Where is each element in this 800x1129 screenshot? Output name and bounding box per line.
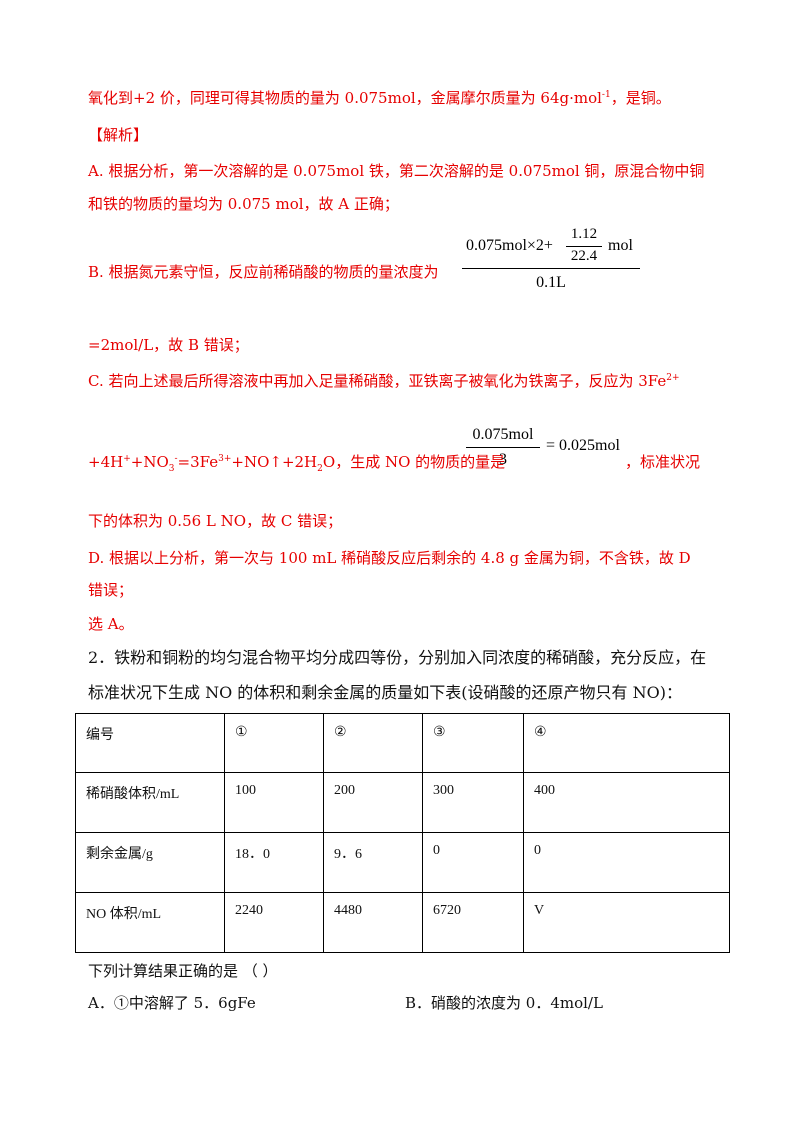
formula-b-inner-den: 22.4 — [570, 248, 598, 264]
text-span: O，生成 NO 的物质的量是 — [322, 453, 506, 471]
table-header-row: 编号 ① ② ③ ④ — [75, 713, 730, 773]
option-a-explanation-cont: 和铁的物质的量均为 0.075 mol，故 A 正确； — [88, 195, 399, 213]
option-c-explanation: C. 若向上述最后所得溶液中再加入足量稀硝酸，亚铁离子被氧化为铁离子，反应为 3… — [88, 371, 680, 391]
table-cell: 400 — [523, 772, 730, 833]
superscript: 3+ — [218, 454, 232, 464]
table-cell: 0 — [422, 832, 524, 893]
data-table: 编号 ① ② ③ ④ 稀硝酸体积/mL 100 200 300 400 剩余金属… — [75, 713, 730, 953]
subscript: 3 — [168, 464, 175, 474]
formula-b-inner-bar — [566, 246, 602, 247]
answer-selection: 选 A。 — [88, 615, 134, 633]
option-d-result: 错误； — [88, 581, 134, 599]
formula-c-bar — [466, 447, 540, 448]
text-span: +4H — [88, 453, 124, 471]
text-span: +NO — [130, 453, 169, 471]
table-cell: 0 — [523, 832, 730, 893]
table-cell: 2240 — [224, 892, 324, 953]
table-cell: ① — [224, 713, 324, 773]
option-c-equation: +4H++NO3-=3Fe3++NO↑+2H2O，生成 NO 的物质的量是 — [88, 452, 506, 474]
superscript: -1 — [601, 90, 611, 100]
table-cell: 4480 — [323, 892, 423, 953]
question-prompt: 下列计算结果正确的是 （ ） — [88, 962, 278, 980]
formula-c: 0.075mol 3 = 0.025mol — [466, 424, 631, 474]
text-span: 氧化到+2 价，同理可得其物质的量为 0.075mol，金属摩尔质量为 64g·… — [88, 89, 602, 107]
text-span: C. 若向上述最后所得溶液中再加入足量稀硝酸，亚铁离子被氧化为铁离子，反应为 3… — [88, 372, 667, 390]
table-cell: 剩余金属/g — [75, 832, 225, 893]
formula-b-main-bar — [462, 268, 640, 269]
superscript: + — [123, 454, 131, 464]
option-a-explanation: A. 根据分析，第一次溶解的是 0.075mol 铁，第二次溶解的是 0.075… — [88, 162, 705, 180]
analysis-heading: 【解析】 — [88, 126, 149, 144]
formula-b-numerator-right: mol — [608, 237, 633, 254]
text-span: +NO↑+2H — [231, 453, 318, 471]
table-cell: NO 体积/mL — [75, 892, 225, 953]
table-cell: 200 — [323, 772, 423, 833]
question-2-stem: 2．铁粉和铜粉的均匀混合物平均分成四等份，分别加入同浓度的稀硝酸，充分反应，在 — [88, 648, 707, 667]
table-cell: 300 — [422, 772, 524, 833]
text-span: ，是铜。 — [610, 89, 671, 107]
table-cell: 稀硝酸体积/mL — [75, 772, 225, 833]
formula-b-inner-num: 1.12 — [570, 226, 598, 242]
superscript: - — [174, 454, 178, 464]
option-b-explanation: B. 根据氮元素守恒，反应前稀硝酸的物质的量浓度为 — [88, 263, 439, 281]
formula-c-denominator: 3 — [499, 451, 507, 468]
table-cell: 9．6 — [323, 832, 423, 893]
table-cell: ④ — [523, 713, 730, 773]
table-cell: 18．0 — [224, 832, 324, 893]
table-cell: ③ — [422, 713, 524, 773]
formula-c-numerator: 0.075mol — [472, 426, 534, 443]
formula-b: 0.075mol×2+ 1.12 22.4 mol 0.1L — [462, 222, 642, 298]
table-row: 剩余金属/g 18．0 9．6 0 0 — [75, 832, 730, 893]
table-row: NO 体积/mL 2240 4480 6720 V — [75, 892, 730, 953]
table-cell: ② — [323, 713, 423, 773]
table-cell: 100 — [224, 772, 324, 833]
text-span: =3Fe — [177, 453, 219, 471]
option-d-explanation: D. 根据以上分析，第一次与 100 mL 稀硝酸反应后剩余的 4.8 g 金属… — [88, 549, 691, 567]
formula-b-numerator-left: 0.075mol×2+ — [466, 237, 553, 254]
subscript: 2 — [317, 464, 323, 474]
option-c-result: 下的体积为 0.56 L NO，故 C 错误； — [88, 512, 343, 530]
formula-b-denominator: 0.1L — [536, 274, 566, 291]
table-row: 稀硝酸体积/mL 100 200 300 400 — [75, 772, 730, 833]
formula-c-result: = 0.025mol — [546, 437, 620, 454]
superscript: 2+ — [666, 373, 680, 383]
question-2-stem-cont: 标准状况下生成 NO 的体积和剩余金属的质量如下表(设硝酸的还原产物只有 NO)… — [88, 683, 682, 702]
table-cell: 编号 — [75, 713, 225, 773]
option-a: A．①中溶解了 5．6gFe — [88, 994, 256, 1012]
option-c-equation-end: ，标准状况 — [625, 453, 701, 471]
table-cell: V — [523, 892, 730, 953]
option-b: B．硝酸的浓度为 0．4mol/L — [405, 994, 603, 1012]
option-b-result: =2mol/L，故 B 错误； — [88, 336, 249, 354]
text-line: 氧化到+2 价，同理可得其物质的量为 0.075mol，金属摩尔质量为 64g·… — [88, 88, 671, 108]
table-cell: 6720 — [422, 892, 524, 953]
